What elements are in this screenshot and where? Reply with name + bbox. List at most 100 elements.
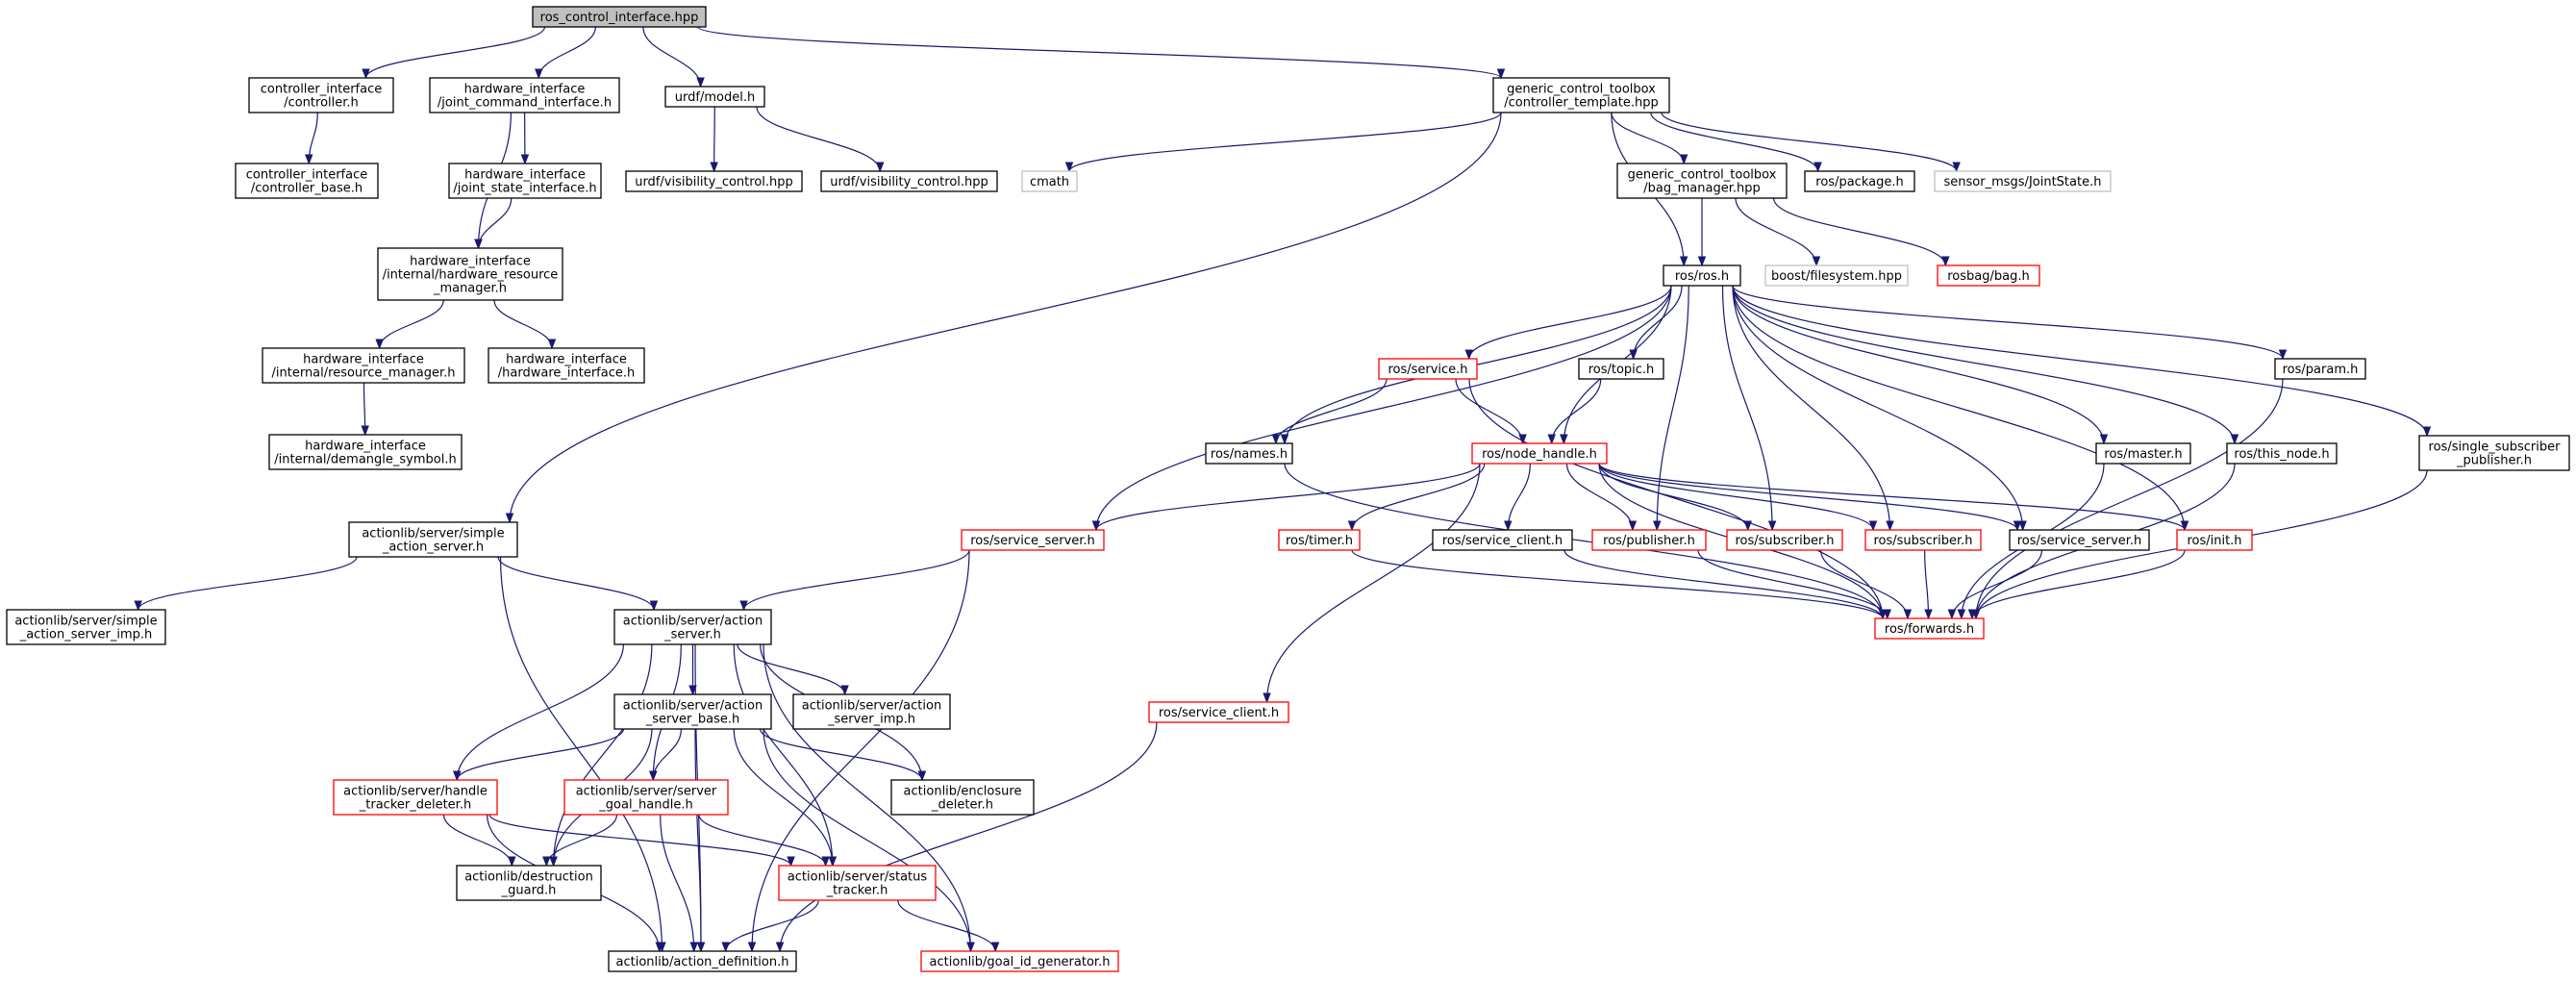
arrowhead-ros_node_handle-to-ros_service_client_red — [1263, 692, 1271, 704]
node-hi-demangle[interactable]: hardware_interface/internal/demangle_sym… — [268, 434, 463, 470]
edge-ros_node_handle-to-ros_subscriber1 — [1598, 463, 1749, 531]
node-box — [792, 693, 951, 730]
edge-gct_template-to-cmath — [1068, 112, 1502, 172]
node-al-action-def[interactable]: actionlib/action_definition.h — [608, 950, 797, 972]
node-label-line: /bag_manager.hpp — [1643, 182, 1760, 196]
edge-ros_ros-to-ros_single_sub_pub — [1732, 285, 2428, 437]
node-box — [1492, 77, 1670, 113]
edge-gct_bag-to-rosbag — [1772, 197, 1946, 266]
node-ci-base[interactable]: controller_interface/controller_base.h — [235, 163, 379, 199]
node-box — [1021, 170, 1078, 192]
node-ros-service-client-b[interactable]: ros/service_client.h — [1432, 529, 1573, 551]
edge-ros_ros-to-ros_init — [1732, 285, 2186, 531]
node-label-line: /hardware_interface.h — [498, 366, 635, 381]
node-ros-single-sub-pub[interactable]: ros/single_subscriber_publisher.h — [2418, 435, 2570, 471]
edge-al_server_base-to-al_goal_id — [763, 728, 972, 952]
edge-ros_node_handle-to-ros_service_client_red — [1265, 463, 1481, 703]
node-rosbag[interactable]: rosbag/bag.h — [1937, 264, 2040, 287]
node-al-destruction[interactable]: actionlib/destruction_guard.h — [456, 865, 602, 901]
node-label-line: ros/topic.h — [1588, 363, 1655, 377]
node-ros-param[interactable]: ros/param.h — [2274, 358, 2366, 380]
node-label-line: /joint_command_interface.h — [438, 96, 612, 111]
node-ros-service-client-red[interactable]: ros/service_client.h — [1148, 701, 1289, 723]
edge-al_action_server-to-al_status — [733, 643, 834, 867]
node-label-line: hardware_interface — [464, 168, 586, 183]
node-al-enclosure[interactable]: actionlib/enclosure_deleter.h — [890, 779, 1035, 816]
arrowhead-ros_node_handle-to-ros_publisher — [1628, 520, 1638, 532]
node-label-line: ros/forwards.h — [1885, 622, 1974, 637]
node-label-line: sensor_msgs/JointState.h — [1944, 175, 2102, 189]
edge-ros_service_server_b-to-ros_forwards — [1951, 549, 2043, 619]
node-al-goal-handle[interactable]: actionlib/server/server_goal_handle.h — [563, 779, 729, 816]
edge-al_server_base-to-al_enclosure — [760, 728, 923, 781]
node-urdf-model[interactable]: urdf/model.h — [664, 86, 765, 108]
node-al-simple-server[interactable]: actionlib/server/simple_action_server.h — [348, 521, 518, 558]
edge-ros_service_client_b-to-ros_forwards — [1563, 549, 1884, 619]
edge-ros_ros-to-ros_names — [1284, 285, 1672, 444]
node-ros-timer[interactable]: ros/timer.h — [1278, 529, 1361, 551]
arrowhead-ros_ros-to-ros_single_sub_pub — [2422, 426, 2432, 438]
node-hi-res-mgr[interactable]: hardware_interface/internal/resource_man… — [262, 347, 465, 384]
node-ros-topic[interactable]: ros/topic.h — [1578, 358, 1664, 380]
arrowhead-ros_topic-to-ros_node_handle — [1547, 434, 1556, 445]
node-box — [456, 865, 602, 901]
edge-al_action_server-to-al_handle_deleter — [456, 643, 624, 781]
node-ros-forwards[interactable]: ros/forwards.h — [1874, 617, 1985, 640]
node-urdf-vis2[interactable]: urdf/visibility_control.hpp — [820, 170, 998, 192]
node-sensor-joint[interactable]: sensor_msgs/JointState.h — [1934, 170, 2112, 192]
node-ros-subscriber1[interactable]: ros/subscriber.h — [1726, 529, 1843, 551]
node-hi-hw-res-mgr[interactable]: hardware_interface/internal/hardware_res… — [377, 247, 563, 301]
node-urdf-vis1[interactable]: urdf/visibility_control.hpp — [625, 170, 803, 192]
node-ros-service[interactable]: ros/service.h — [1378, 358, 1478, 380]
node-label-line: ros/service_client.h — [1442, 534, 1563, 548]
node-label-line: /controller_template.hpp — [1504, 96, 1658, 111]
node-hi-hw-iface[interactable]: hardware_interface/hardware_interface.h — [488, 347, 645, 384]
node-al-simple-imp[interactable]: actionlib/server/simple_action_server_im… — [6, 609, 166, 645]
node-ros-node-handle[interactable]: ros/node_handle.h — [1471, 442, 1608, 465]
node-boost-fs[interactable]: boost/filesystem.hpp — [1764, 264, 1909, 287]
edge-ros_ros-to-ros_service_server_red — [1095, 285, 1672, 531]
node-al-handle-deleter[interactable]: actionlib/server/handle_tracker_deleter.… — [333, 779, 498, 816]
node-ros-service-server-b[interactable]: ros/service_server.h — [2009, 529, 2150, 551]
edge-root-to-hi_joint_cmd — [538, 26, 596, 79]
node-box — [2176, 529, 2253, 551]
node-ros-ros[interactable]: ros/ros.h — [1663, 264, 1741, 287]
edge-ros_subscriber1-to-ros_forwards — [1820, 549, 1909, 619]
node-label-line: hardware_interface — [464, 83, 586, 97]
node-ros-init[interactable]: ros/init.h — [2176, 529, 2253, 551]
node-root[interactable]: ros_control_interface.hpp — [532, 6, 707, 28]
node-al-action-server[interactable]: actionlib/server/action_server.h — [613, 609, 772, 645]
node-label-line: _manager.h — [433, 282, 507, 296]
arrowhead-ros_node_handle-to-ros_service_server_b — [2013, 520, 2022, 532]
edge-ros_service_server_red-to-al_action_def — [751, 549, 970, 952]
node-label-line: controller_interface — [246, 168, 368, 183]
node-label-line: boost/filesystem.hpp — [1771, 269, 1902, 284]
node-gct-bag[interactable]: generic_control_toolbox/bag_manager.hpp — [1616, 163, 1788, 199]
node-ci-controller[interactable]: controller_interface/controller.h — [248, 77, 394, 113]
node-al-server-base[interactable]: actionlib/server/action_server_base.h — [613, 693, 772, 730]
node-cmath[interactable]: cmath — [1021, 170, 1078, 192]
node-ros-subscriber2[interactable]: ros/subscriber.h — [1864, 529, 1982, 551]
node-gct-template[interactable]: generic_control_toolbox/controller_templ… — [1492, 77, 1670, 113]
node-label-line: ros/param.h — [2283, 363, 2359, 377]
node-label-line: cmath — [1030, 175, 1069, 189]
node-hi-joint-state[interactable]: hardware_interface/joint_state_interface… — [448, 163, 602, 199]
node-label-line: generic_control_toolbox — [1507, 83, 1656, 97]
node-ros-master[interactable]: ros/master.h — [2095, 442, 2191, 465]
node-al-server-imp[interactable]: actionlib/server/action_server_imp.h — [792, 693, 951, 730]
node-ros-service-server-red[interactable]: ros/service_server.h — [961, 529, 1105, 551]
node-ros-publisher[interactable]: ros/publisher.h — [1591, 529, 1707, 551]
arrowhead-ros_service_server_red-to-al_action_def — [747, 942, 757, 953]
arrowhead-ros_node_handle-to-ros_timer — [1347, 520, 1357, 532]
node-al-goal-id[interactable]: actionlib/goal_id_generator.h — [920, 950, 1119, 972]
node-ros-names[interactable]: ros/names.h — [1205, 442, 1293, 465]
node-ros-this-node[interactable]: ros/this_node.h — [2226, 442, 2338, 465]
edge-al_status-to-al_goal_id — [897, 899, 996, 952]
edge-al_action_server-to-al_goal_id — [763, 643, 972, 952]
node-ros-package[interactable]: ros/package.h — [1804, 170, 1915, 192]
node-hi-joint-cmd[interactable]: hardware_interface/joint_command_interfa… — [429, 77, 620, 113]
node-label-line: /joint_state_interface.h — [453, 182, 596, 196]
arrowhead-gct_template-to-ros_package — [1813, 162, 1822, 173]
node-al-status[interactable]: actionlib/server/status_tracker.h — [778, 865, 937, 901]
node-box — [2095, 442, 2191, 465]
